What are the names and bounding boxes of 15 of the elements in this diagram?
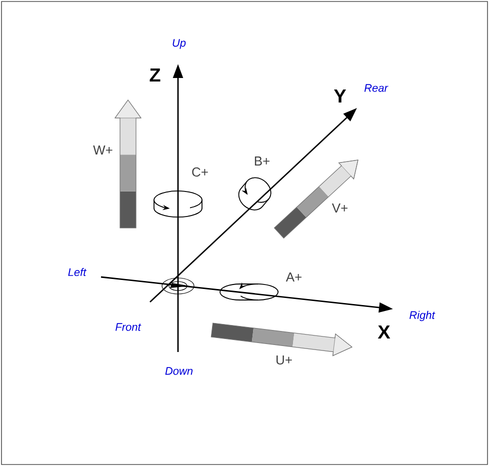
motion-label: V+: [332, 204, 348, 212]
axis-label: Z: [150, 68, 160, 82]
motion-label: B+: [254, 156, 270, 166]
motion-label: W+: [93, 146, 112, 154]
direction-label: Down: [165, 367, 193, 375]
motion-label: C+: [192, 167, 208, 177]
direction-label: Left: [68, 268, 87, 276]
motion-label: A+: [286, 272, 302, 282]
direction-label: Right: [410, 310, 436, 322]
motion-label: U+: [276, 355, 292, 365]
direction-label: Rear: [364, 84, 388, 92]
axis-label: Y: [334, 89, 346, 103]
direction-label: Up: [172, 39, 186, 49]
axis-label: X: [378, 325, 390, 339]
direction-label: Front: [116, 323, 142, 331]
